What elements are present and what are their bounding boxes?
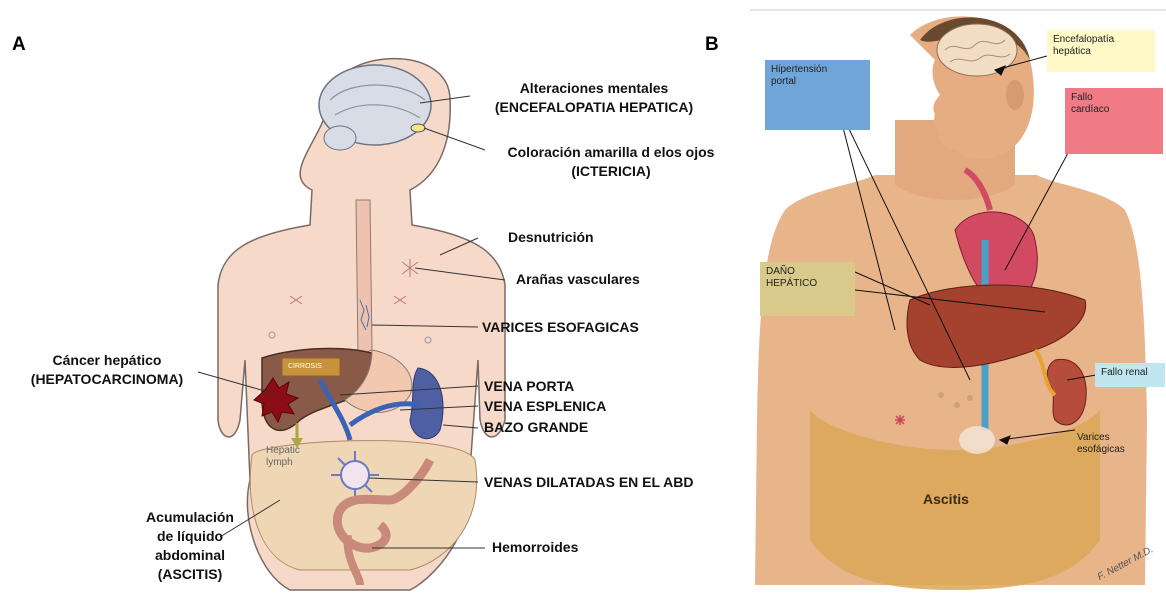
label-spider-angiomas: Arañas vasculares	[516, 270, 640, 289]
panel-a-letter: A	[12, 34, 26, 56]
cirrhosis-tag: CIRROSIS	[288, 361, 322, 373]
label-esophageal-varices: VARICES ESOFAGICAS	[482, 318, 639, 337]
brain	[937, 24, 1017, 76]
label-enlarged-spleen: BAZO GRANDE	[484, 418, 588, 437]
eye	[411, 124, 425, 132]
box-kidney-failure: Fallo renal	[1095, 363, 1165, 387]
panel-a: A Alteraciones mentales(ENCEFALOPATIA HE…	[0, 0, 745, 594]
panel-b-letter: B	[705, 34, 719, 56]
label-mental-alterations: Alteraciones mentales(ENCEFALOPATIA HEPA…	[472, 79, 716, 117]
label-splenic-vein: VENA ESPLENICA	[484, 397, 606, 416]
label-portal-vein: VENA PORTA	[484, 377, 574, 396]
label-dilated-abdominal-veins: VENAS DILATADAS EN EL ABD	[484, 473, 694, 492]
esophagus	[356, 200, 372, 355]
label-jaundice: Coloración amarilla d elos ojos(ICTERICI…	[486, 143, 736, 181]
label-ascites: Ascitis	[923, 490, 969, 509]
varices-graphic	[959, 426, 995, 454]
label-malnutrition: Desnutrición	[508, 228, 594, 247]
label-hemorrhoids: Hemorroides	[492, 538, 578, 557]
label-liver-cancer: Cáncer hepático(HEPATOCARCINOMA)	[12, 351, 202, 389]
